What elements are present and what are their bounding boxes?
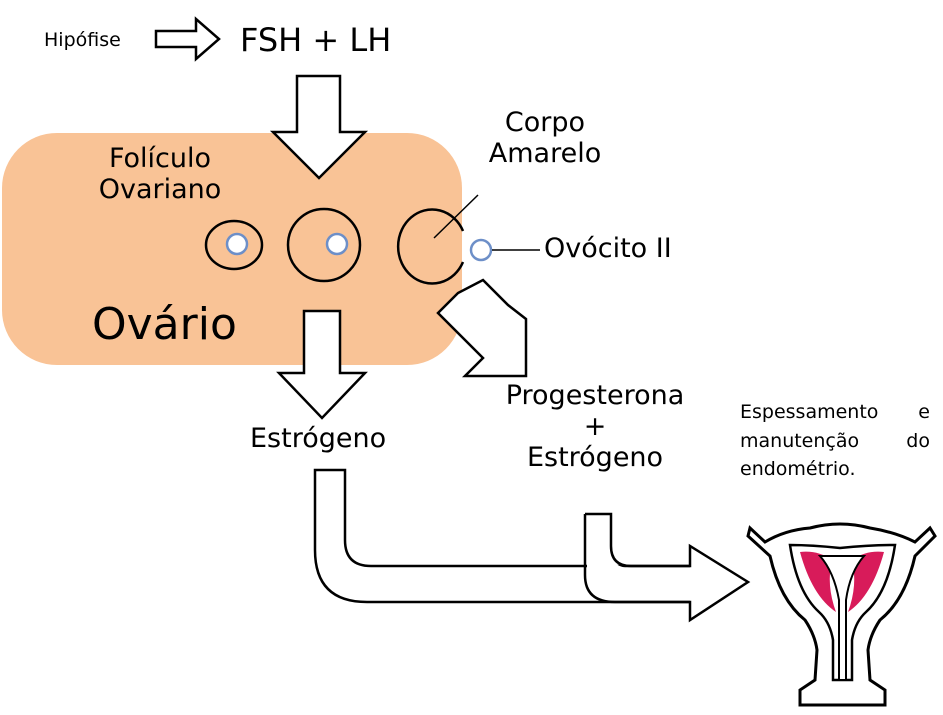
label-foliculo-ovariano: Folículo Ovariano	[80, 143, 240, 205]
label-ovario: Ovário	[92, 299, 237, 350]
arrow-fsh-to-ovary	[269, 74, 369, 180]
uterus-illustration	[746, 522, 937, 707]
label-ovocito-ii: Ovócito II	[544, 233, 672, 264]
label-progesterona: Progesterona	[505, 380, 685, 411]
label-progesterona-estrogeno: Progesterona + Estrógeno	[480, 380, 710, 473]
uterine-cavity	[817, 555, 867, 681]
corpo-amarelo-pointer	[433, 194, 479, 239]
label-foliculo-line1: Folículo	[108, 143, 212, 174]
label-estrogeno-2: Estrógeno	[526, 442, 664, 474]
label-foliculo-line2: Ovariano	[98, 174, 222, 206]
arrow-ovary-to-estrogeno	[276, 309, 368, 420]
ovocito-ii-shape	[469, 238, 493, 262]
follicle-small	[204, 219, 264, 271]
label-corpo-line1: Corpo	[504, 107, 586, 138]
label-corpo-amarelo: Corpo Amarelo	[470, 107, 620, 169]
arrow-hipofise-to-fsh	[154, 16, 221, 62]
oocyte-small	[225, 232, 249, 256]
label-hipofise: Hipófise	[44, 29, 121, 51]
oocyte-follicle	[325, 232, 349, 256]
label-fsh-lh: FSH + LH	[240, 21, 392, 59]
label-espessamento: Espessamento e manutenção do endométrio.	[740, 401, 930, 480]
arrow-progesterona-cover	[587, 516, 688, 600]
corpo-amarelo-shape	[396, 208, 465, 285]
label-plus: +	[583, 411, 607, 443]
label-corpo-line2: Amarelo	[488, 138, 602, 170]
arrow-corpo-to-progesterona	[436, 278, 528, 378]
arrow-progesterona-to-uterus	[583, 512, 690, 604]
follicle-large	[286, 207, 362, 283]
label-estrogeno: Estrógeno	[250, 423, 387, 454]
